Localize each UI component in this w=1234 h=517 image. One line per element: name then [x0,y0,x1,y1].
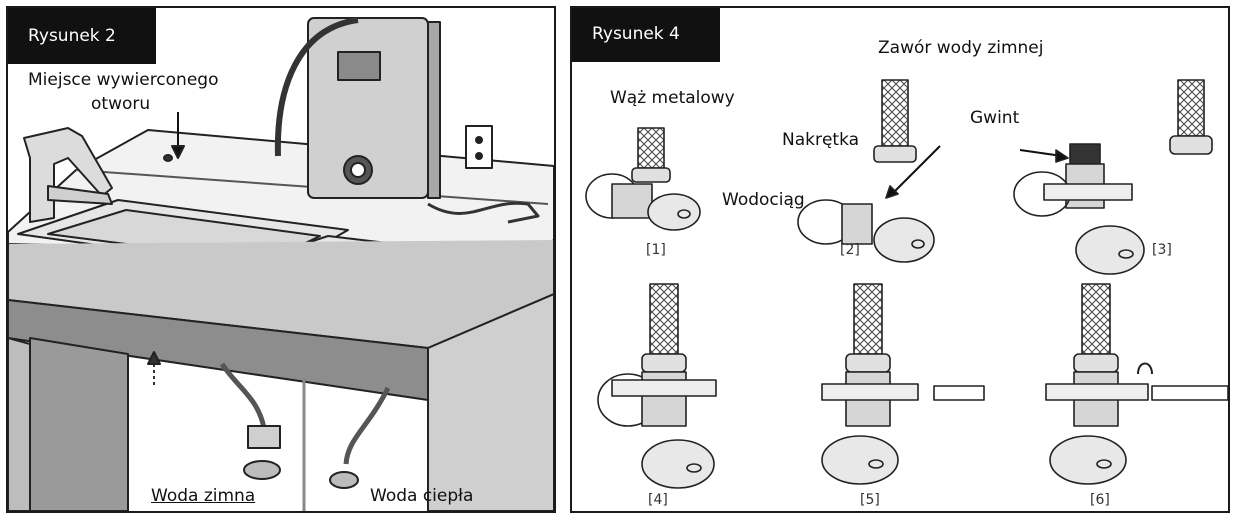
cabinet-left-panel [29,337,129,511]
step-label-5: [5] [860,492,880,508]
tube-piece-5 [933,385,985,401]
hole-label-line2: otworu [91,94,151,114]
valve-knob-2 [873,217,935,263]
sink-installation-drawing [8,17,554,511]
valve-knob-6 [1049,435,1127,485]
hose-step-4 [649,283,679,355]
hot-water-label: Woda ciepła [370,486,474,506]
hose-step-1 [637,127,665,169]
hole-label-line1: Miejsce wywierconego [28,70,219,90]
thread-cap [1069,143,1101,165]
thread-arrow [1019,149,1063,157]
outlet-hose [427,201,540,224]
step-label-6: [6] [1090,492,1110,508]
clip-6 [1137,362,1153,375]
cold-water-label: Woda zimna [151,486,256,506]
hot-water-pipe [343,386,391,465]
step-label-2: [2] [840,242,860,258]
figure-rysunek-4: Rysunek 4 [570,6,1230,513]
hose-step-3 [1177,79,1205,137]
faucet [23,127,113,223]
faucet-spout [47,185,113,205]
valve-knob-1 [647,193,701,231]
tube-6 [1151,385,1228,401]
valve-assembly-drawing [585,79,1228,489]
wall-socket [465,125,493,169]
valve-knob-3 [1075,225,1145,275]
nut-label: Nakrętka [782,130,860,150]
thread-label: Gwint [970,108,1020,128]
cabinet-side-right [427,293,554,511]
cold-water-pipe [219,362,267,429]
hose-step-5 [853,283,883,355]
nut-arrow [893,145,941,193]
cabinet-side-left [8,337,31,511]
valve-knob-4 [641,439,715,489]
figure-title: Rysunek 4 [572,8,720,62]
device-screen [337,51,381,81]
drilled-hole [163,154,173,162]
step-label-3: [3] [1152,242,1172,258]
step-label-1: [1] [646,242,666,258]
figure-rysunek-2: Rysunek 2 [6,6,556,513]
hose-step-6 [1081,283,1111,355]
water-pipe-label: Wodociąg [722,190,805,210]
metal-hose-label: Wąż metalowy [610,88,735,108]
valve-knob-5 [821,435,899,485]
tee-connector [247,425,281,449]
step-label-4: [4] [648,492,668,508]
figure-title: Rysunek 2 [8,8,156,64]
cold-valve [243,460,281,480]
metal-hose [274,17,359,157]
cold-valve-label: Zawór wody zimnej [878,38,1044,58]
hot-valve [329,471,359,489]
hose-step-2 [881,79,909,147]
device-side [427,21,441,199]
